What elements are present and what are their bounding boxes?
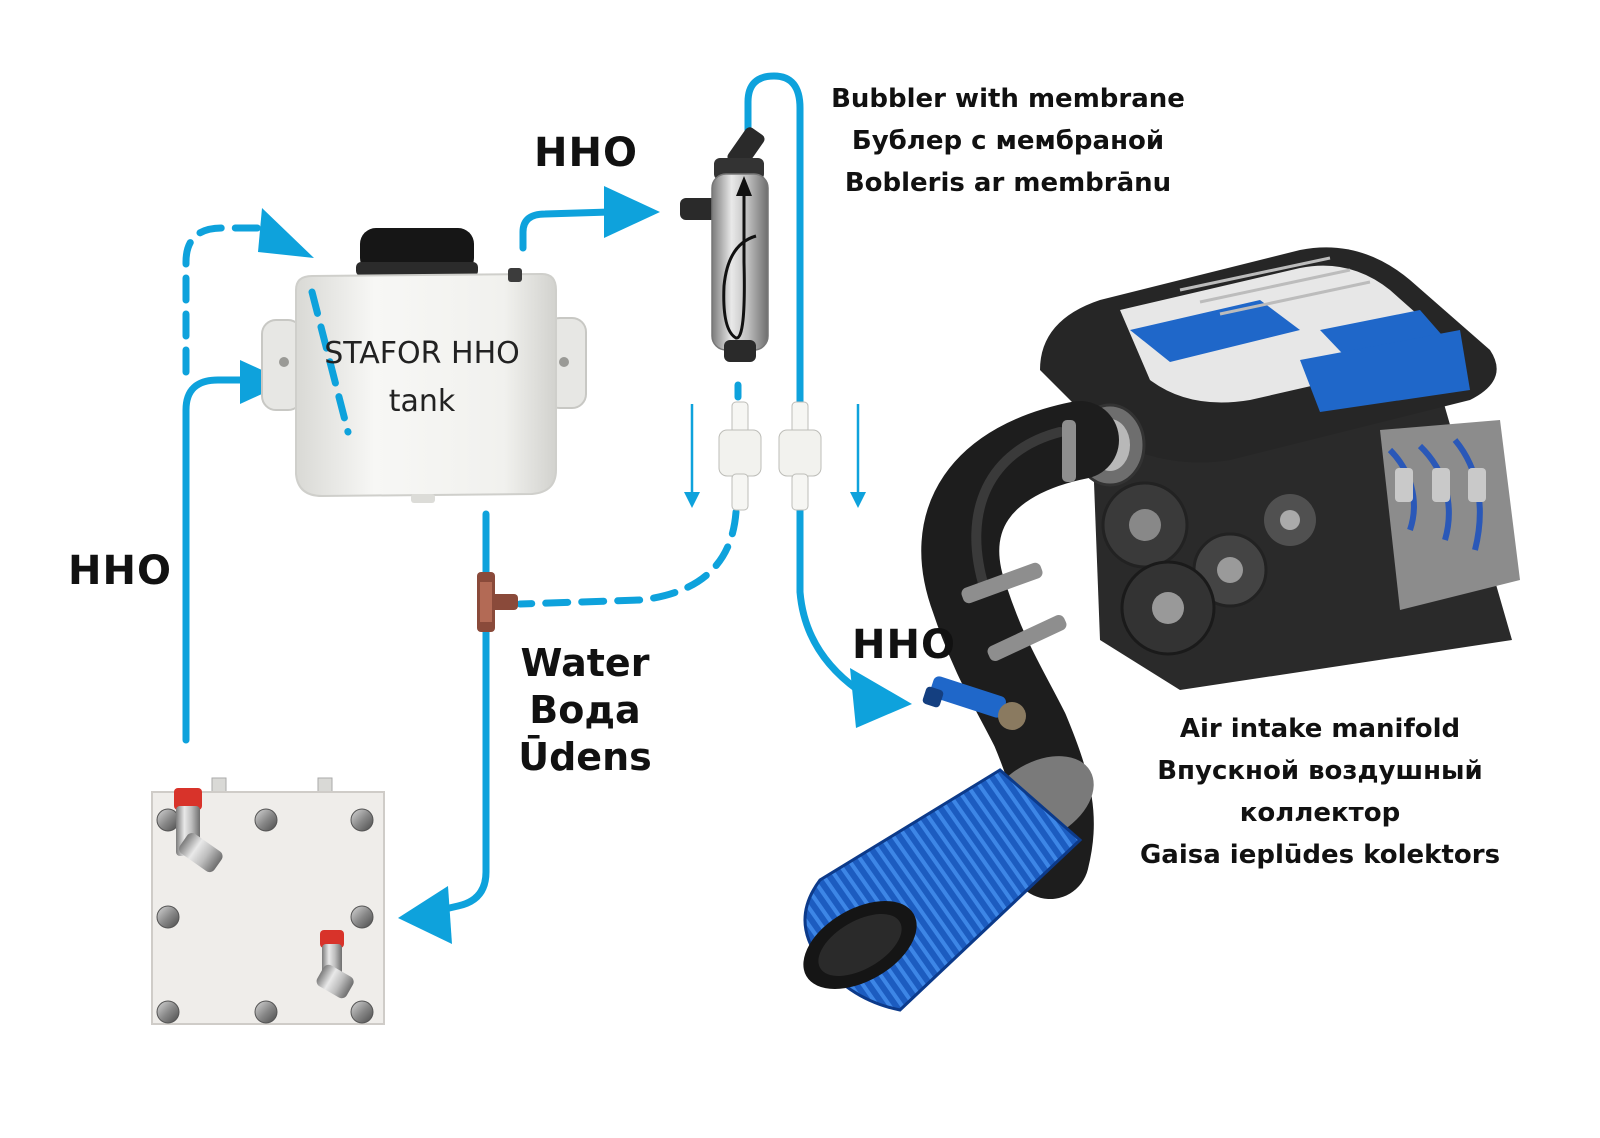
- cell-inlet-fitting: [316, 930, 354, 999]
- arrowhead-dashed-loop: [258, 208, 314, 258]
- bubbler-label-en: Bubbler with membrane: [831, 84, 1185, 114]
- tank-label-line2: tank: [388, 384, 456, 419]
- check-valve-left: [718, 401, 762, 511]
- arrowhead-into-intake: [850, 668, 912, 728]
- stafor-hho-tank: [261, 228, 587, 503]
- flow-direction-arrows: [684, 404, 866, 508]
- bubbler-internal-arrow: [722, 186, 757, 340]
- water-label-en: Water: [520, 641, 650, 685]
- pipe-cell-to-tank: [182, 376, 254, 744]
- cell-outlet-fitting: [174, 788, 223, 873]
- air-intake-label-en: Air intake manifold: [1179, 714, 1461, 744]
- engine: [1040, 247, 1520, 690]
- check-valve-right: [778, 401, 822, 511]
- air-filter: [803, 756, 1094, 1012]
- air-intake-label: Air intake manifold Впускной воздушный к…: [1130, 708, 1510, 876]
- tank-label-line1: STAFOR HHO: [324, 336, 520, 371]
- dashed-tank-overlay: [308, 288, 352, 436]
- arrowhead-into-cell: [398, 886, 452, 944]
- dashed-bubbler-to-t: [516, 508, 740, 608]
- water-label: Water Вода Ūdens: [500, 640, 670, 781]
- water-label-lv: Ūdens: [518, 735, 652, 779]
- hho-label-top: HHO: [534, 130, 638, 176]
- air-intake-label-lv: Gaisa ieplūdes kolektors: [1139, 840, 1501, 870]
- hho-label-right: HHO: [852, 622, 956, 668]
- tank-body: [295, 272, 557, 498]
- hho-cell: [151, 777, 385, 1025]
- air-intake-label-ru-2: коллектор: [1239, 798, 1401, 828]
- bubbler-label-ru: Бублер с мембраной: [851, 126, 1165, 156]
- t-fitting: [477, 572, 518, 632]
- intake-nozzle: [922, 676, 1026, 730]
- cell-bolts: [156, 808, 374, 1024]
- bubbler-label: Bubbler with membrane Бублер с мембраной…: [818, 78, 1198, 204]
- bubbler-side-fitting: [680, 198, 718, 220]
- water-label-ru: Вода: [529, 688, 641, 732]
- air-intake-label-ru-1: Впускной воздушный: [1157, 756, 1483, 786]
- pipe-bubbler-top-loop: [744, 72, 804, 406]
- hho-label-left: HHO: [68, 548, 172, 594]
- dashed-return-loop: [182, 224, 266, 376]
- tank-label: STAFOR HHO tank: [300, 330, 544, 426]
- bubbler-cylinder: [711, 173, 769, 351]
- arrowhead-into-bubbler: [604, 186, 660, 238]
- pipe-water-down: [428, 510, 490, 916]
- pipe-to-intake: [796, 504, 862, 694]
- pipe-tank-to-bubbler: [519, 208, 614, 252]
- bubbler-label-lv: Bobleris ar membrānu: [844, 168, 1172, 198]
- bubbler-with-membrane: [680, 127, 769, 362]
